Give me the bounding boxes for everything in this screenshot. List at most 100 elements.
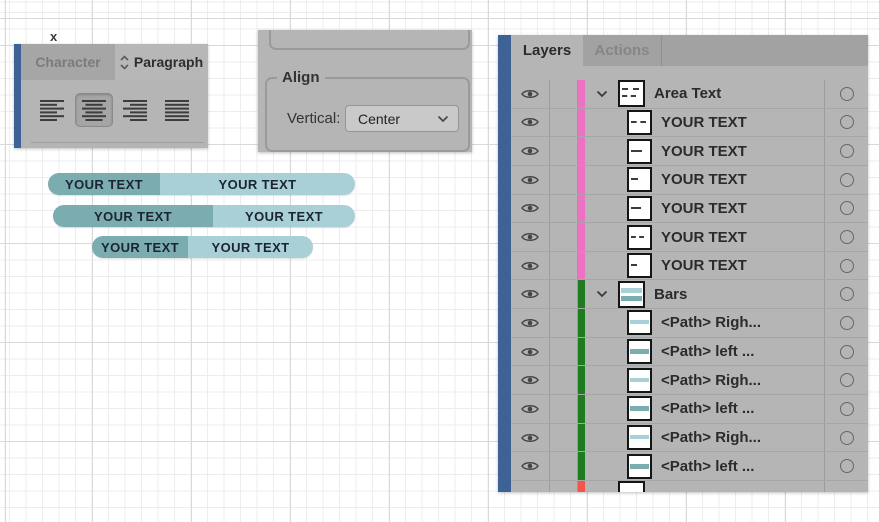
lock-toggle[interactable] xyxy=(550,251,578,280)
layer-thumbnail[interactable] xyxy=(627,425,652,450)
lock-toggle[interactable] xyxy=(550,80,578,108)
layer-row[interactable]: Area Text xyxy=(511,80,868,109)
visibility-toggle[interactable] xyxy=(511,337,550,366)
layer-thumbnail[interactable] xyxy=(627,167,652,193)
target-circle-icon[interactable] xyxy=(839,144,854,159)
tab-character[interactable]: Character xyxy=(21,44,115,80)
target-column xyxy=(824,108,868,137)
bar-left-segment[interactable]: YOUR TEXT xyxy=(48,173,160,195)
tab-actions[interactable]: Actions xyxy=(583,35,662,66)
lock-toggle[interactable] xyxy=(550,309,578,337)
bar-right-segment[interactable]: YOUR TEXT xyxy=(213,205,355,227)
visibility-toggle[interactable] xyxy=(511,80,550,108)
expand-toggle[interactable] xyxy=(596,90,609,98)
visibility-toggle[interactable] xyxy=(511,223,550,251)
lock-toggle[interactable] xyxy=(550,194,578,223)
visibility-toggle[interactable] xyxy=(511,137,550,165)
layer-thumbnail[interactable] xyxy=(618,80,645,108)
target-circle-icon[interactable] xyxy=(839,287,854,302)
layer-thumbnail[interactable] xyxy=(627,109,652,135)
visibility-toggle[interactable] xyxy=(511,423,550,452)
lock-toggle[interactable] xyxy=(550,480,578,492)
layer-row[interactable]: <Path> left ... xyxy=(511,452,868,481)
expand-toggle[interactable] xyxy=(596,290,609,298)
visibility-toggle[interactable] xyxy=(511,309,550,337)
lock-toggle[interactable] xyxy=(550,280,578,309)
layer-thumbnail[interactable] xyxy=(618,280,645,308)
visibility-toggle[interactable] xyxy=(511,480,550,492)
justify-button[interactable] xyxy=(158,93,196,127)
target-circle-icon[interactable] xyxy=(839,258,854,273)
lock-toggle[interactable] xyxy=(550,137,578,165)
target-circle-icon[interactable] xyxy=(839,459,854,474)
lock-toggle[interactable] xyxy=(550,108,578,137)
artwork-bar[interactable]: YOUR TEXT YOUR TEXT xyxy=(48,173,355,195)
target-circle-icon[interactable] xyxy=(839,86,854,101)
layer-row[interactable]: YOUR TEXT xyxy=(511,165,868,195)
layer-thumbnail[interactable] xyxy=(627,310,652,336)
eye-icon xyxy=(521,89,539,98)
layer-row[interactable]: YOUR TEXT xyxy=(511,251,868,281)
layer-row[interactable]: <Path> Righ... xyxy=(511,309,868,338)
layer-thumbnail[interactable] xyxy=(627,367,652,393)
visibility-toggle[interactable] xyxy=(511,452,550,480)
layer-row[interactable]: YOUR TEXT xyxy=(511,194,868,224)
layer-color-stripe xyxy=(578,137,585,165)
layer-thumbnail[interactable] xyxy=(627,253,652,279)
target-circle-icon[interactable] xyxy=(839,373,854,388)
bar-right-segment[interactable]: YOUR TEXT xyxy=(160,173,355,195)
vertical-align-dropdown[interactable]: Center xyxy=(345,105,459,132)
layer-thumbnail[interactable] xyxy=(627,224,652,250)
align-right-button[interactable] xyxy=(116,93,154,127)
artwork-bar[interactable]: YOUR TEXT YOUR TEXT xyxy=(92,236,313,258)
visibility-toggle[interactable] xyxy=(511,251,550,280)
align-left-button[interactable] xyxy=(33,93,71,127)
lock-toggle[interactable] xyxy=(550,165,578,194)
align-center-button[interactable] xyxy=(74,93,113,127)
visibility-toggle[interactable] xyxy=(511,108,550,137)
layer-thumbnail[interactable] xyxy=(627,396,652,422)
layer-row[interactable]: <Path> left ... xyxy=(511,395,868,424)
layer-row[interactable]: <Path> Righ... xyxy=(511,366,868,396)
layer-thumbnail[interactable] xyxy=(627,195,652,221)
layer-row[interactable] xyxy=(511,480,868,492)
lock-toggle[interactable] xyxy=(550,452,578,480)
layer-thumbnail[interactable] xyxy=(627,339,652,365)
target-circle-icon[interactable] xyxy=(839,201,854,216)
target-circle-icon[interactable] xyxy=(839,401,854,416)
visibility-toggle[interactable] xyxy=(511,395,550,423)
target-circle-icon[interactable] xyxy=(839,172,854,187)
layer-row[interactable]: YOUR TEXT xyxy=(511,108,868,138)
lock-toggle[interactable] xyxy=(550,337,578,366)
bar-left-segment[interactable]: YOUR TEXT xyxy=(92,236,188,258)
layer-thumbnail[interactable] xyxy=(627,453,652,479)
layer-row[interactable]: <Path> Righ... xyxy=(511,423,868,453)
tab-paragraph[interactable]: Paragraph xyxy=(115,44,208,80)
layers-panel-tabs: Layers Actions xyxy=(511,35,868,66)
layer-row[interactable]: YOUR TEXT xyxy=(511,137,868,166)
eye-icon xyxy=(521,433,539,442)
lock-toggle[interactable] xyxy=(550,366,578,395)
layer-thumbnail[interactable] xyxy=(618,481,645,492)
tab-layers[interactable]: Layers xyxy=(511,35,583,66)
visibility-toggle[interactable] xyxy=(511,194,550,223)
layer-row[interactable]: <Path> left ... xyxy=(511,337,868,367)
artwork-bar[interactable]: YOUR TEXT YOUR TEXT xyxy=(53,205,355,227)
layer-row[interactable]: Bars xyxy=(511,280,868,310)
target-circle-icon[interactable] xyxy=(839,115,854,130)
target-circle-icon[interactable] xyxy=(839,230,854,245)
lock-toggle[interactable] xyxy=(550,223,578,251)
target-circle-icon[interactable] xyxy=(839,430,854,445)
bar-right-segment[interactable]: YOUR TEXT xyxy=(188,236,313,258)
bar-left-segment[interactable]: YOUR TEXT xyxy=(53,205,213,227)
visibility-toggle[interactable] xyxy=(511,165,550,194)
expand-chevron-icon xyxy=(596,90,608,98)
layer-thumbnail[interactable] xyxy=(627,138,652,164)
layer-row[interactable]: YOUR TEXT xyxy=(511,223,868,252)
target-circle-icon[interactable] xyxy=(839,315,854,330)
visibility-toggle[interactable] xyxy=(511,280,550,309)
lock-toggle[interactable] xyxy=(550,395,578,423)
lock-toggle[interactable] xyxy=(550,423,578,452)
visibility-toggle[interactable] xyxy=(511,366,550,395)
target-circle-icon[interactable] xyxy=(839,344,854,359)
